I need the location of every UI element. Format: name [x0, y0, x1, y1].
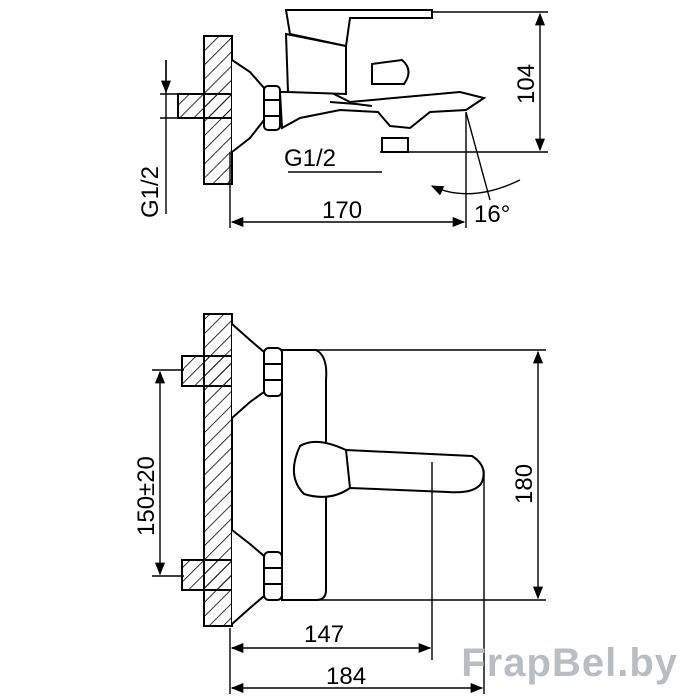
thread-label-left: G1/2	[137, 166, 164, 218]
mixer-body	[278, 90, 487, 130]
inlet-pipe-lower	[181, 559, 235, 591]
hex-nut-top	[263, 85, 281, 131]
dimension-150: 150±20	[133, 456, 160, 536]
escutcheon-upper	[231, 323, 265, 419]
dimension-180: 180	[511, 464, 538, 504]
lever-handle	[284, 9, 433, 48]
front-view	[181, 313, 485, 627]
dimension-147: 147	[304, 621, 344, 648]
diverter-knob	[371, 58, 410, 85]
thread-label-right: G1/2	[284, 145, 336, 172]
dimension-184: 184	[326, 663, 366, 690]
dimension-104: 104	[513, 64, 540, 104]
dimension-angle: 16°	[474, 201, 510, 228]
front-view-dimensions	[152, 349, 546, 694]
escutcheon-lower	[231, 529, 265, 625]
watermark: FrapBel.by	[461, 641, 678, 685]
side-view-dimensions	[160, 11, 548, 228]
lever-front	[293, 440, 485, 498]
inlet-pipe	[177, 93, 235, 119]
outlet-connector	[381, 137, 409, 153]
hex-nut-lower	[263, 551, 283, 601]
escutcheon-top	[231, 59, 265, 153]
inlet-pipe-upper	[181, 355, 235, 387]
dimension-170: 170	[322, 197, 362, 224]
hex-nut-upper	[263, 347, 283, 397]
side-view	[177, 9, 487, 185]
